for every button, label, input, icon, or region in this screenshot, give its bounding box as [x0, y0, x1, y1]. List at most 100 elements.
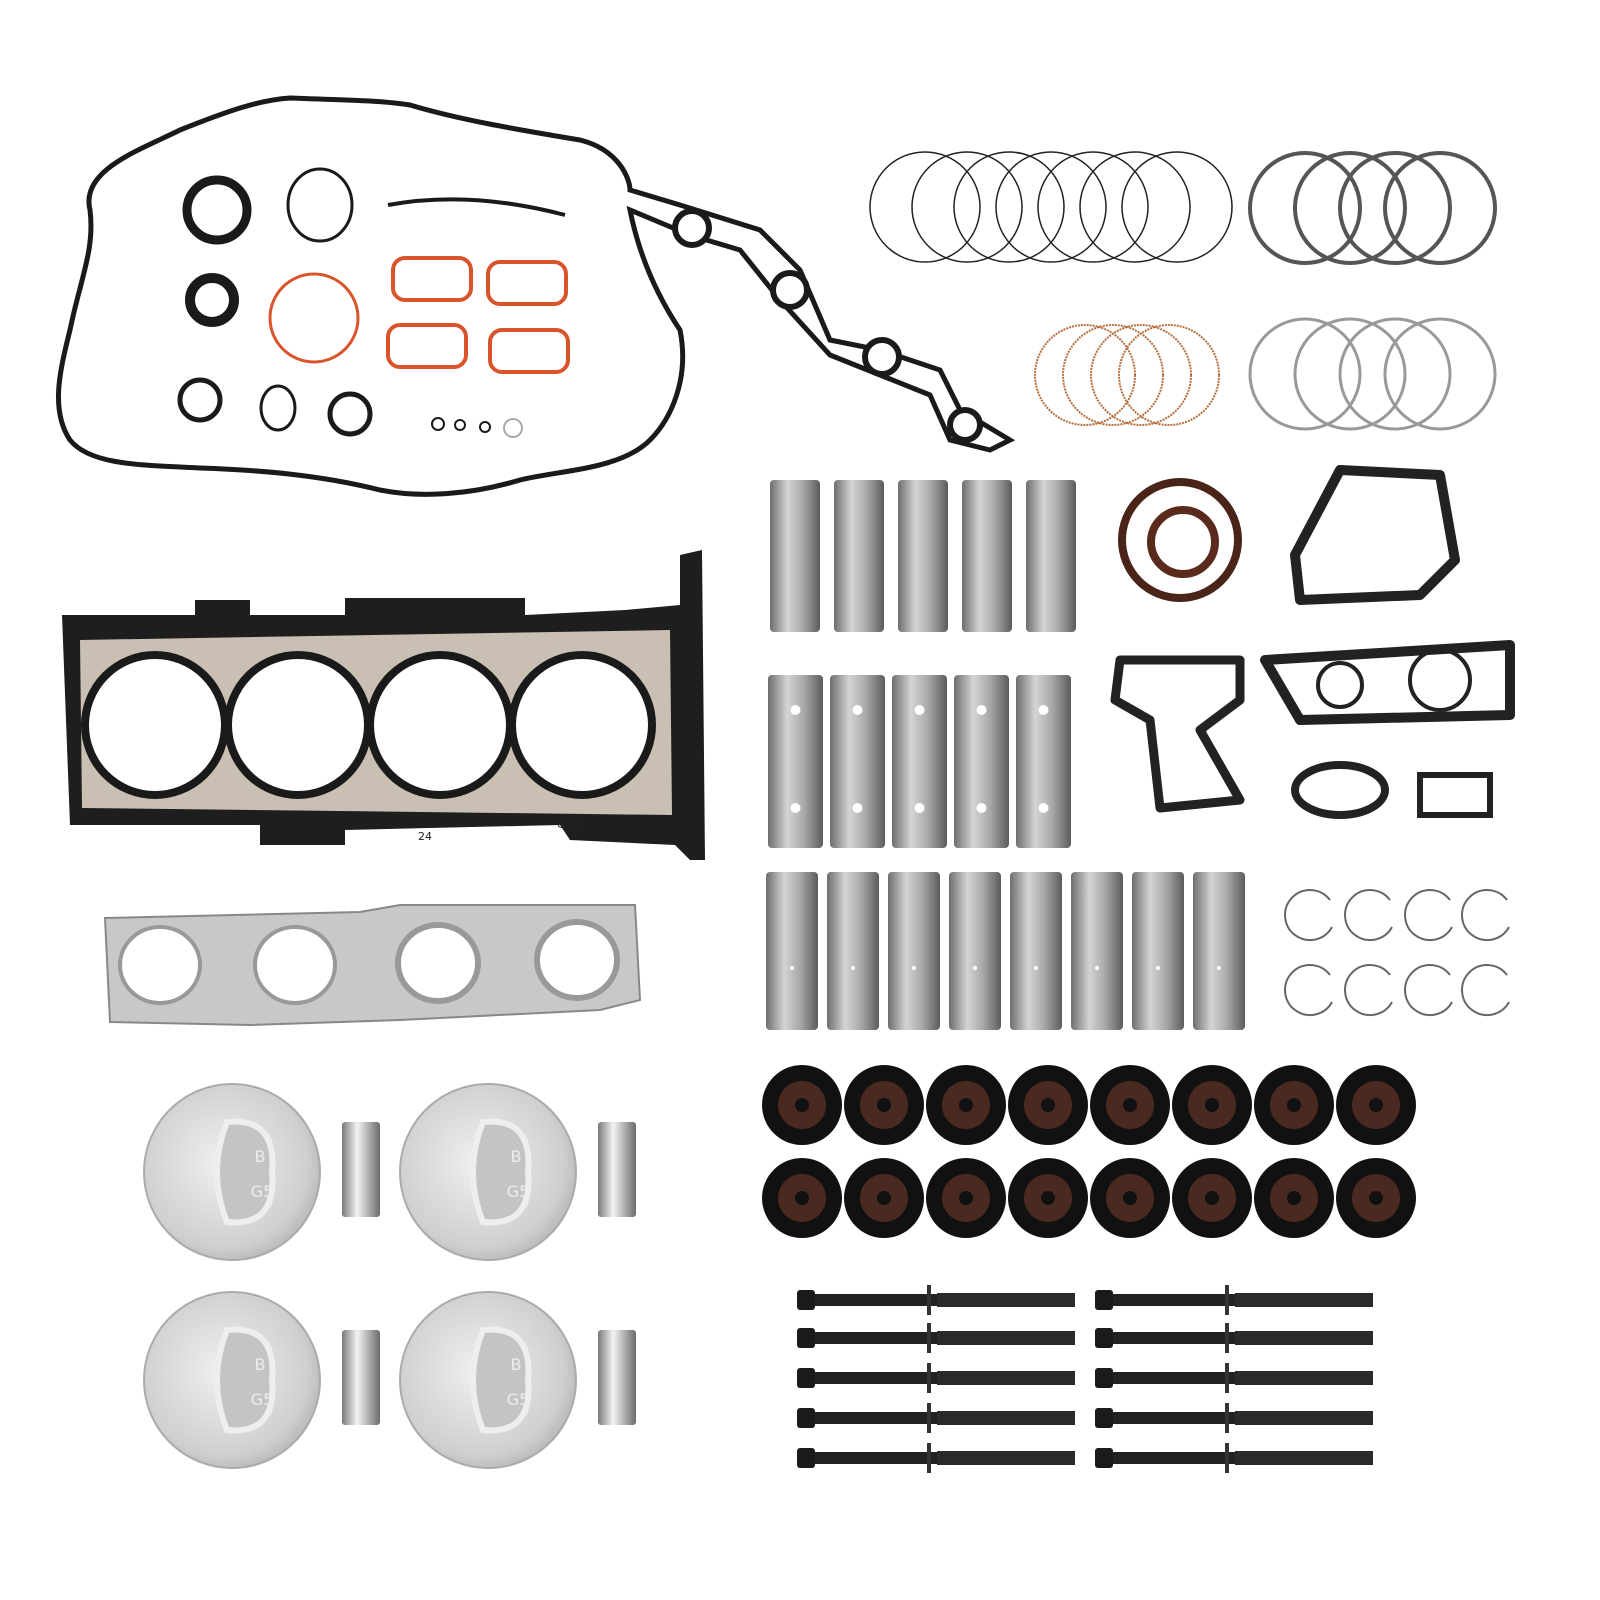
rod-bearing — [1071, 872, 1123, 1030]
oil-hole — [1038, 803, 1049, 813]
rod-bearing — [1132, 872, 1184, 1030]
oil-hole — [914, 705, 925, 715]
oil-hole — [851, 966, 855, 970]
compression-ring — [1037, 151, 1149, 263]
bolt-thread — [937, 1371, 1075, 1385]
second-ring — [1338, 317, 1452, 431]
bolt-washer — [1225, 1403, 1229, 1433]
piston-pin-clips — [1284, 889, 1510, 1016]
pin-clip — [1461, 889, 1510, 941]
seal-bore — [1287, 1098, 1301, 1112]
piston-dish — [470, 1118, 532, 1226]
oil-hole — [790, 803, 801, 813]
bolt-thread — [937, 1293, 1075, 1307]
piston-marking-bottom: G5 — [251, 1390, 274, 1409]
oil-hole — [912, 966, 916, 970]
pin-clip — [1404, 889, 1453, 941]
rod-bearing — [1010, 872, 1062, 1030]
oil-hole — [852, 803, 863, 813]
bolt-washer — [927, 1403, 931, 1433]
bolt-head — [797, 1408, 815, 1428]
head-gasket-marking-24: 24 — [418, 830, 432, 843]
bolt-head — [1095, 1290, 1113, 1310]
seal-bore — [1205, 1098, 1219, 1112]
main-bearing — [1016, 675, 1071, 848]
valve-cover-gasket — [56, 95, 1016, 497]
second-ring — [1248, 317, 1362, 431]
piston-marking-bottom: G5 — [507, 1390, 530, 1409]
bolt-head — [1095, 1448, 1113, 1468]
seal-bore — [959, 1191, 973, 1205]
piston-pin — [598, 1330, 636, 1425]
bolt-head — [797, 1448, 815, 1468]
rod-bearing — [827, 872, 879, 1030]
bolt-washer — [1225, 1323, 1229, 1353]
head-bolts — [797, 1285, 1373, 1473]
second-ring — [1293, 317, 1407, 431]
rod-bearing — [949, 872, 1001, 1030]
piston-dish — [470, 1326, 532, 1434]
main-bearing — [768, 675, 823, 848]
piston-marking-top: B — [511, 1355, 522, 1374]
piston-rings — [869, 151, 1497, 431]
bolt-washer — [1225, 1443, 1229, 1473]
oil-hole — [1156, 966, 1160, 970]
cylinder-bore — [224, 651, 372, 799]
main-bearing-upper — [770, 480, 820, 632]
oil-ring — [1338, 151, 1452, 265]
piston-dish — [214, 1118, 276, 1226]
seal-bore — [1041, 1098, 1055, 1112]
bolt-head — [797, 1328, 815, 1348]
bolt-head — [797, 1368, 815, 1388]
seal-bore — [959, 1098, 973, 1112]
oil-hole — [976, 803, 987, 813]
main-bearing-upper — [898, 480, 948, 632]
oil-ring — [1383, 151, 1497, 265]
bolt-washer — [1225, 1285, 1229, 1315]
bolt-thread — [937, 1331, 1075, 1345]
engine-bearings — [766, 480, 1245, 1030]
seal-bore — [1123, 1191, 1137, 1205]
piston-marking-top: B — [511, 1147, 522, 1166]
exhaust-manifold-gasket — [103, 904, 642, 1027]
oil-hole — [973, 966, 977, 970]
head-gasket: 24 24GD — [62, 550, 705, 860]
bolt-thread — [1235, 1451, 1373, 1465]
pin-clip — [1404, 964, 1453, 1016]
compression-ring — [1079, 151, 1191, 263]
oil-hole — [1034, 966, 1038, 970]
bolt-thread — [1235, 1411, 1373, 1425]
oil-ring — [1248, 151, 1362, 265]
piston-dish — [214, 1326, 276, 1434]
piston-marking-bottom: G5 — [251, 1182, 274, 1201]
oil-hole — [790, 966, 794, 970]
seal-bore — [1369, 1191, 1383, 1205]
rod-bearing — [766, 872, 818, 1030]
oil-hole — [976, 705, 987, 715]
main-bearing-upper — [834, 480, 884, 632]
pin-clip — [1344, 889, 1393, 941]
seal-bore — [1123, 1098, 1137, 1112]
bolt-head — [1095, 1368, 1113, 1388]
cylinder-bore — [508, 651, 656, 799]
copper-ring — [1062, 324, 1164, 426]
head-gasket-marking-24gd: 24GD — [557, 817, 588, 830]
oil-hole — [1095, 966, 1099, 970]
compression-ring — [869, 151, 981, 263]
piston-pin — [342, 1330, 380, 1425]
pin-clip — [1284, 964, 1333, 1016]
rod-bearing — [1193, 872, 1245, 1030]
bolt-washer — [927, 1363, 931, 1393]
oil-hole — [1217, 966, 1221, 970]
rod-bearing — [888, 872, 940, 1030]
bolt-washer — [927, 1285, 931, 1315]
seal-bore — [1205, 1191, 1219, 1205]
crankshaft-seals — [1118, 478, 1242, 602]
compression-ring — [953, 151, 1065, 263]
main-bearing — [954, 675, 1009, 848]
piston-marking-top: B — [255, 1355, 266, 1374]
bolt-head — [797, 1290, 815, 1310]
main-bearing-upper — [1026, 480, 1076, 632]
